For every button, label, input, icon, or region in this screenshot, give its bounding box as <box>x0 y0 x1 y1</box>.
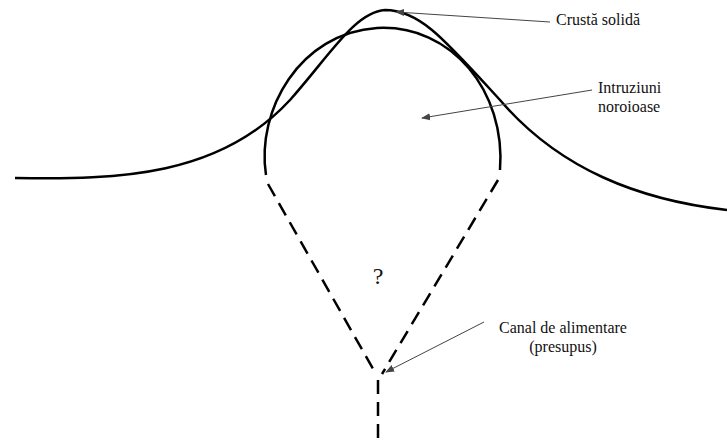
part-label: Crustă solidă <box>556 10 716 29</box>
leader-line <box>396 12 550 22</box>
ground-surface <box>15 10 727 210</box>
dashed-flank <box>268 184 376 374</box>
dashed-flank <box>382 180 498 374</box>
leader-line <box>422 90 592 118</box>
unknown-mark: ? <box>366 262 390 291</box>
part-label: Intruziuni noroioase <box>598 78 716 116</box>
feeder-channel <box>377 380 380 445</box>
intrusion-outline <box>265 28 501 175</box>
part-label: Canal de alimentare (presupus) <box>488 318 638 356</box>
leader-line <box>386 322 484 372</box>
